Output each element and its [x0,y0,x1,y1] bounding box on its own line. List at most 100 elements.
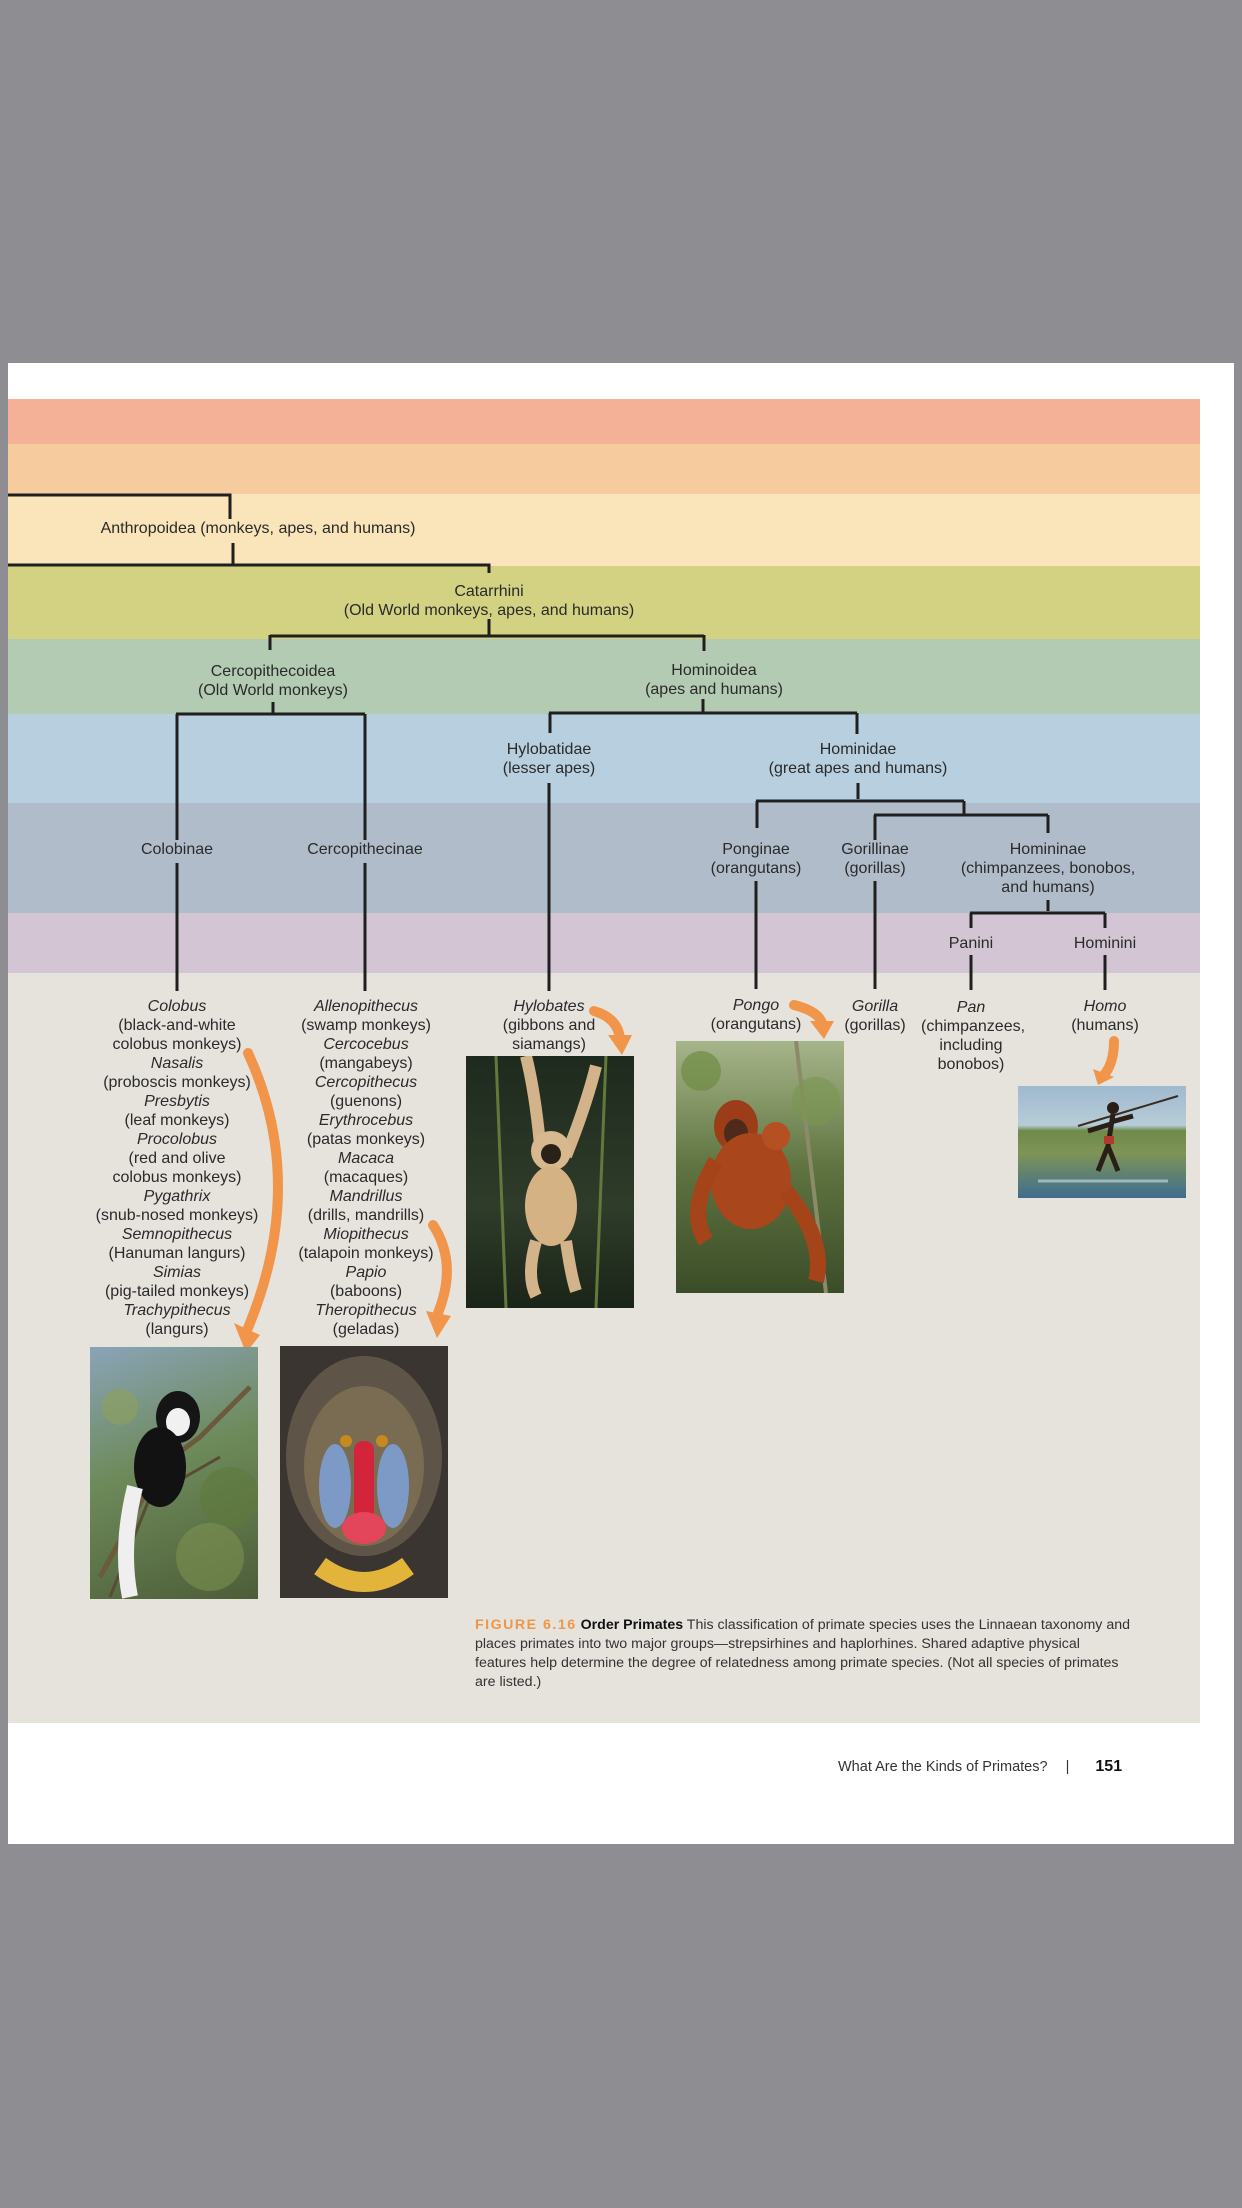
genus-mandrillus: Mandrillus [329,1188,403,1205]
hylobatidae-common: (lesser apes) [502,760,596,777]
genus-presbytis: Presbytis [144,1093,210,1110]
orangutan-illustration [681,1041,840,1293]
gibbon-illustration [494,1056,608,1308]
line-cercopithecoidea [175,702,367,843]
ponginae-common: (orangutans) [710,860,802,877]
genus-cercocebus: Cercocebus [323,1036,409,1053]
pongo-genus: Pongo (orangutans) [706,996,806,1034]
colobus-illustration [97,1385,258,1599]
anthropoidea-text: Anthropoidea (monkeys, apes, and humans) [100,520,416,537]
genus-simias: Simias [152,1264,201,1281]
common-nasalis: (proboscis monkeys) [103,1074,251,1091]
genus-trachypithecus: Trachypithecus [123,1302,231,1319]
arrow-mandrillus-head [426,1311,451,1338]
panini-name: Panini [948,935,994,952]
genus-gorilla: Gorilla [851,998,899,1015]
anthropoidea-label: Anthropoidea (monkeys, apes, and humans) [8,519,508,538]
rank-band-superfamily [8,639,1200,714]
common-pan-1: (chimpanzees, [921,1018,1026,1035]
arrow-colobus-stroke [243,1048,283,1333]
common-pan-3: bonobos) [937,1056,1005,1073]
hominini-name: Hominini [1073,935,1137,952]
cercopithecoidea-label: Cercopithecoidea (Old World monkeys) [133,662,413,700]
genus-pongo: Pongo [732,997,780,1014]
genus-cercopithecus: Cercopithecus [314,1074,418,1091]
common-macaca: (macaques) [323,1169,409,1186]
human-illustration [1038,1095,1179,1183]
hominoidea-label: Hominoidea (apes and humans) [574,661,854,699]
genus-theropithecus: Theropithecus [315,1302,417,1319]
catarrhini-label: Catarrhini (Old World monkeys, apes, and… [289,582,689,620]
homo-genus: Homo (humans) [1065,997,1145,1035]
common-homo: (humans) [1071,1017,1139,1034]
homininae-common-1: (chimpanzees, bonobos, [960,860,1136,877]
common-theropithecus: (geladas) [332,1321,400,1338]
arrow-homo-head [1093,1069,1114,1085]
gibbon-photo [466,1056,634,1308]
cercopithecinae-name: Cercopithecinae [307,841,423,858]
common-pan-2: including [939,1037,1003,1054]
arrows-overlay [234,1000,1119,1353]
common-procolobus-1: (red and olive [128,1150,226,1167]
colobinae-name: Colobinae [140,841,214,858]
common-pongo: (orangutans) [710,1016,802,1033]
hominini-label: Hominini [1068,934,1142,953]
genus-colobus: Colobus [147,998,207,1015]
genus-procolobus: Procolobus [136,1131,218,1148]
hominidae-common: (great apes and humans) [768,760,948,777]
genus-semnopithecus: Semnopithecus [121,1226,233,1243]
cercopithecoidea-common: (Old World monkeys) [198,682,348,699]
common-hylobates-2: siamangs) [512,1036,586,1053]
footer-separator: | [1065,1759,1070,1775]
page-footer: What Are the Kinds of Primates? | 151 [838,1758,1122,1776]
gorillinae-label: Gorillinae (gorillas) [830,840,920,878]
common-pygathrix: (snub-nosed monkeys) [95,1207,259,1224]
common-presbytis: (leaf monkeys) [124,1112,230,1129]
cercopithecoidea-name: Cercopithecoidea [210,663,336,680]
cercopithecinae-genera: Allenopithecus (swamp monkeys) Cercocebu… [286,997,446,1339]
gorillinae-common: (gorillas) [844,860,906,877]
catarrhini-common: (Old World monkeys, apes, and humans) [343,602,635,619]
mandrill-photo [280,1346,448,1598]
arrow-hylobates-head [608,1035,632,1055]
ponginae-name: Ponginae [722,841,790,858]
common-colobus-1: (black-and-white [118,1017,236,1034]
hominoidea-name: Hominoidea [671,662,757,679]
common-procolobus-2: colobus monkeys) [112,1169,242,1186]
common-allenopithecus: (swamp monkeys) [301,1017,431,1034]
human-photo [1018,1086,1186,1198]
pan-genus: Pan (chimpanzees, including bonobos) [921,998,1026,1074]
book-page: Anthropoidea (monkeys, apes, and humans)… [8,363,1234,1844]
catarrhini-name: Catarrhini [454,583,524,600]
line-catarrhini [268,619,706,651]
genus-nasalis: Nasalis [150,1055,204,1072]
gorillinae-name: Gorillinae [841,841,909,858]
genus-hylobates: Hylobates [513,998,585,1015]
ponginae-label: Ponginae (orangutans) [696,840,816,878]
common-simias: (pig-tailed monkeys) [104,1283,250,1300]
line-infraorder [8,543,491,573]
genus-homo: Homo [1083,998,1127,1015]
common-colobus-2: colobus monkeys) [112,1036,242,1053]
gorilla-genus: Gorilla (gorillas) [840,997,910,1035]
common-miopithecus: (talapoin monkeys) [298,1245,434,1262]
hylobates-genus: Hylobates (gibbons and siamangs) [489,997,609,1054]
hominoidea-common: (apes and humans) [645,681,783,698]
figure-caption-text: This classification of primate species u… [475,1617,1131,1690]
figure-number: FIGURE 6.16 [475,1617,577,1633]
figure-caption: FIGURE 6.16 Order Primates This classifi… [475,1616,1135,1692]
common-erythrocebus: (patas monkeys) [306,1131,426,1148]
homininae-label: Homininae (chimpanzees, bonobos, and hum… [948,840,1148,897]
cercopithecinae-label: Cercopithecinae [295,840,435,859]
genus-erythrocebus: Erythrocebus [318,1112,414,1129]
common-cercocebus: (mangabeys) [319,1055,413,1072]
common-semnopithecus: (Hanuman langurs) [108,1245,246,1262]
hylobatidae-label: Hylobatidae (lesser apes) [449,740,649,778]
line-suborder [8,493,232,521]
line-hominidae [755,783,1050,841]
genus-miopithecus: Miopithecus [323,1226,409,1243]
rank-band-infraorder [8,566,1200,639]
rank-band-tribe [8,913,1200,973]
cladogram-lines [8,493,1107,991]
page-number: 151 [1095,1758,1123,1775]
